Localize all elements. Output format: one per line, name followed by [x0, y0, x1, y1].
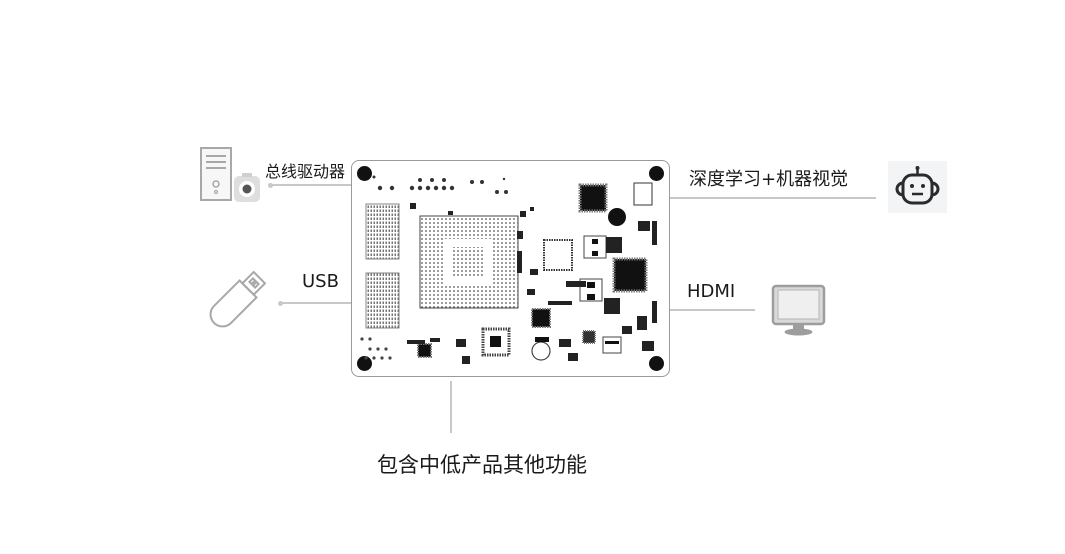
pcb-components — [360, 175, 657, 364]
coin-battery — [531, 341, 551, 361]
bus-driver-connector-line — [271, 184, 351, 186]
deep-learning-connector-line — [670, 197, 876, 199]
pc-tower-icon — [200, 147, 260, 202]
qfp-chip — [612, 257, 648, 293]
qfp-chip — [417, 343, 432, 358]
robot-icon — [895, 166, 940, 205]
memory-chip — [365, 272, 400, 329]
usb-connector-line — [281, 302, 351, 304]
qfp-chip — [578, 183, 608, 213]
bus-driver-connector-dot — [268, 183, 273, 188]
hdmi-label: HDMI — [687, 281, 736, 302]
mount-hole — [649, 356, 664, 371]
hdmi-connector-line — [670, 309, 755, 311]
mount-hole — [649, 166, 664, 181]
usb-stick-icon — [209, 270, 267, 328]
circuit-board — [351, 160, 670, 377]
other-functions-label: 包含中低产品其他功能 — [377, 453, 587, 477]
robot-icon-background — [888, 161, 947, 213]
other-functions-connector-line — [450, 381, 452, 433]
bus-driver-label: 总线驱动器 — [265, 162, 346, 181]
memory-chip — [365, 203, 400, 260]
usb-label: USB — [302, 271, 339, 292]
mount-hole — [357, 356, 372, 371]
qfp-chip — [531, 308, 551, 328]
usb-connector-dot — [278, 301, 283, 306]
monitor-icon — [771, 284, 826, 336]
mount-hole — [357, 166, 372, 181]
deep-learning-label: 深度学习+机器视觉 — [689, 169, 849, 190]
camera-icon — [234, 173, 260, 202]
